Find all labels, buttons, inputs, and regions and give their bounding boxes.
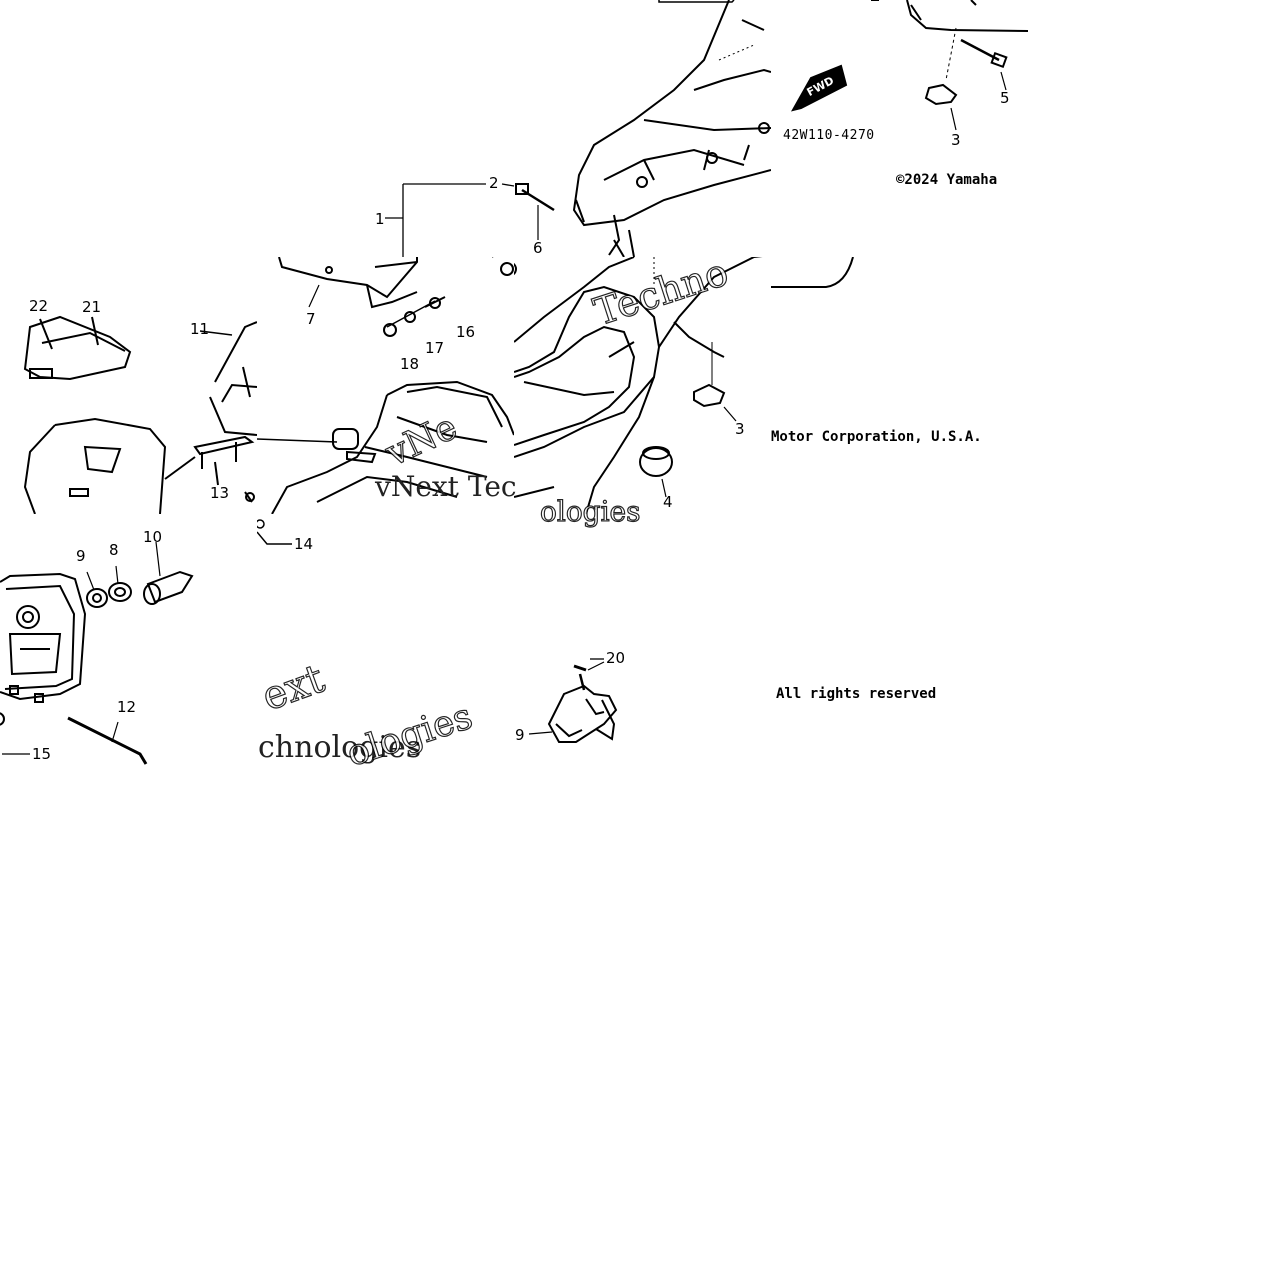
callout-20: 20 bbox=[606, 649, 626, 667]
callout-7: 7 bbox=[306, 310, 316, 328]
rear-seat-outline bbox=[572, 0, 771, 227]
copyright-line-2: Motor Corporation, U.S.A. bbox=[771, 429, 982, 445]
tile-d-drawing bbox=[790, 0, 1028, 131]
harness-curve bbox=[771, 257, 854, 288]
diagram-tile-a bbox=[0, 257, 257, 514]
callout-6: 6 bbox=[533, 239, 543, 257]
diagram-tile-i bbox=[514, 514, 771, 771]
callout-11: 11 bbox=[190, 320, 210, 338]
tile-i-drawing bbox=[528, 661, 618, 743]
copyright-line-1: ©2024 Yamaha bbox=[896, 172, 998, 188]
callout-17: 17 bbox=[425, 339, 445, 357]
callout-3-middle: 3 bbox=[735, 420, 745, 438]
leader-14 bbox=[257, 531, 292, 545]
main-seat-top bbox=[514, 257, 635, 343]
clip-nut-3b bbox=[693, 383, 726, 408]
callout-9-left: 9 bbox=[76, 547, 86, 565]
callout-15: 15 bbox=[32, 745, 52, 763]
lock-cylinder-10 bbox=[146, 570, 194, 604]
bracket-13 bbox=[193, 435, 255, 456]
seat-edge bbox=[906, 0, 1028, 32]
tile-e-drawing bbox=[514, 257, 763, 514]
diagram-tile-c bbox=[514, 0, 771, 257]
callout-8: 8 bbox=[109, 541, 119, 559]
front-seat-outline bbox=[386, 380, 514, 436]
callout-22: 22 bbox=[29, 297, 49, 315]
watermark-ologies: ologies bbox=[539, 494, 641, 528]
tile-c-drawing bbox=[515, 0, 771, 257]
tile-a-drawing bbox=[23, 315, 257, 514]
rod-12 bbox=[67, 716, 148, 765]
tile-f-drawing bbox=[771, 257, 854, 288]
main-seat-outline bbox=[514, 285, 661, 458]
callout-13: 13 bbox=[210, 484, 230, 502]
tile-b-drawing bbox=[257, 257, 514, 514]
callout-21: 21 bbox=[82, 298, 102, 316]
case-outline bbox=[23, 417, 167, 514]
tile-h-drawing bbox=[257, 519, 292, 545]
callout-1: 1 bbox=[375, 210, 385, 228]
diagram-tile-b bbox=[257, 257, 514, 514]
diagram-tile-d bbox=[771, 0, 1028, 257]
watermark-vnext-tec: vNext Tec bbox=[375, 470, 517, 503]
grommet-4 bbox=[639, 447, 673, 477]
callout-16: 16 bbox=[456, 323, 476, 341]
callout-9-bottom: 9 bbox=[515, 726, 525, 744]
callout-12: 12 bbox=[117, 698, 137, 716]
tile-g-drawing bbox=[0, 541, 194, 765]
callout-3-top: 3 bbox=[951, 131, 961, 149]
diagram-tile-h bbox=[257, 514, 514, 771]
part-number: 42W110-4270 bbox=[783, 128, 875, 143]
cover-11-edge bbox=[209, 321, 257, 436]
watermark-chnologies: chnologies bbox=[258, 730, 422, 765]
lock-assembly-9 bbox=[547, 684, 618, 743]
diagram-tile-g bbox=[0, 514, 257, 771]
callout-5: 5 bbox=[1000, 89, 1010, 107]
clip-nut-3 bbox=[924, 83, 958, 106]
diagram-tile-f bbox=[771, 257, 1028, 317]
diagram-tile-e bbox=[514, 257, 771, 514]
callout-14: 14 bbox=[294, 535, 314, 553]
lid-panel bbox=[0, 572, 87, 701]
callout-10: 10 bbox=[143, 528, 163, 546]
callout-2: 2 bbox=[489, 174, 499, 192]
callout-18: 18 bbox=[400, 355, 420, 373]
callout-4: 4 bbox=[663, 493, 673, 511]
cover-7 bbox=[278, 257, 418, 299]
copyright-line-3: All rights reserved bbox=[776, 686, 937, 702]
fwd-arrow bbox=[790, 64, 848, 112]
